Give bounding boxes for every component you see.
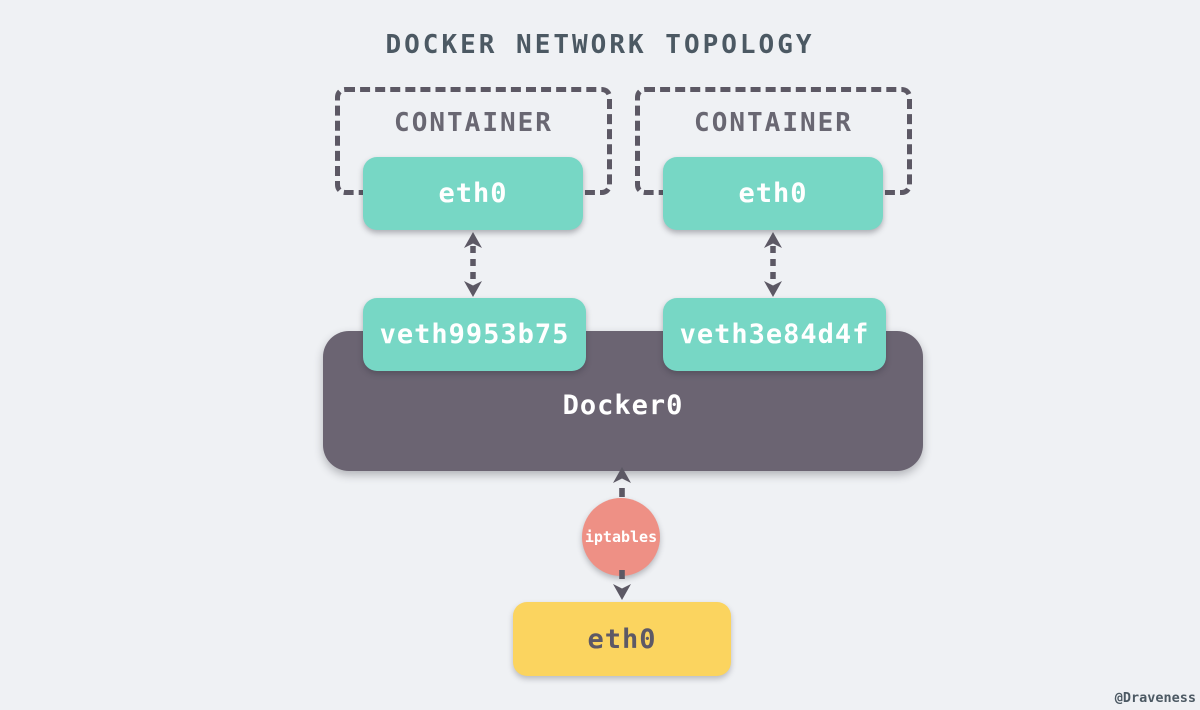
container-1-label: CONTAINER (394, 108, 553, 138)
host-eth0-node: eth0 (513, 602, 731, 676)
container-2-label: CONTAINER (694, 108, 853, 138)
attribution-text: @Draveness (1114, 690, 1196, 706)
double-arrow-icon (464, 232, 482, 297)
container-1-eth0-node: eth0 (363, 157, 583, 230)
container-2-eth0-node: eth0 (663, 157, 883, 230)
docker0-bridge-label: Docker0 (562, 390, 684, 421)
arrow-down-icon (613, 570, 631, 600)
diagram-title: DOCKER NETWORK TOPOLOGY (385, 30, 815, 60)
iptables-node: iptables (582, 498, 660, 576)
veth-1-node: veth9953b75 (363, 298, 586, 371)
veth-2-node: veth3e84d4f (663, 298, 886, 371)
double-arrow-icon (764, 232, 782, 297)
arrow-up-icon (613, 467, 631, 497)
